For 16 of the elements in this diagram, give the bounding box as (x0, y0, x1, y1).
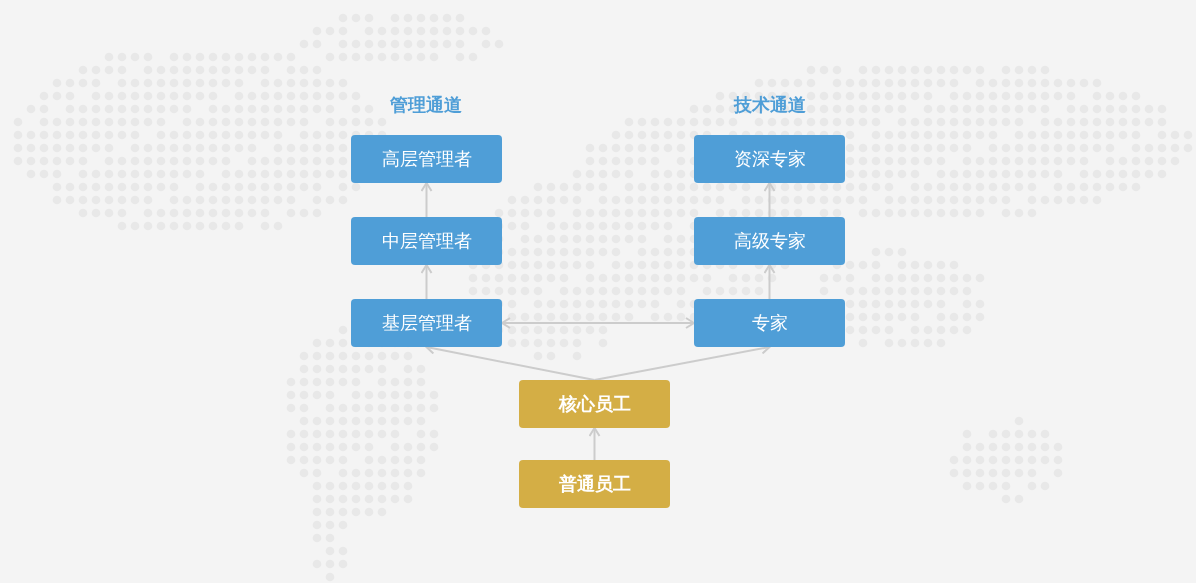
role-box: 中层管理者 (351, 217, 502, 265)
arrow (420, 182, 433, 218)
arrow (763, 264, 776, 300)
role-box: 专家 (694, 299, 845, 347)
role-box: 资深专家 (694, 135, 845, 183)
role-box: 普通员工 (519, 460, 670, 508)
role-box: 高层管理者 (351, 135, 502, 183)
role-box: 高级专家 (694, 217, 845, 265)
channel-heading: 技术通道 (734, 93, 806, 117)
arrow (501, 317, 695, 329)
role-box: 核心员工 (519, 380, 670, 428)
role-box: 基层管理者 (351, 299, 502, 347)
arrow (763, 182, 776, 218)
channel-heading: 管理通道 (390, 93, 462, 117)
arrow (420, 264, 433, 300)
arrow (588, 427, 601, 461)
